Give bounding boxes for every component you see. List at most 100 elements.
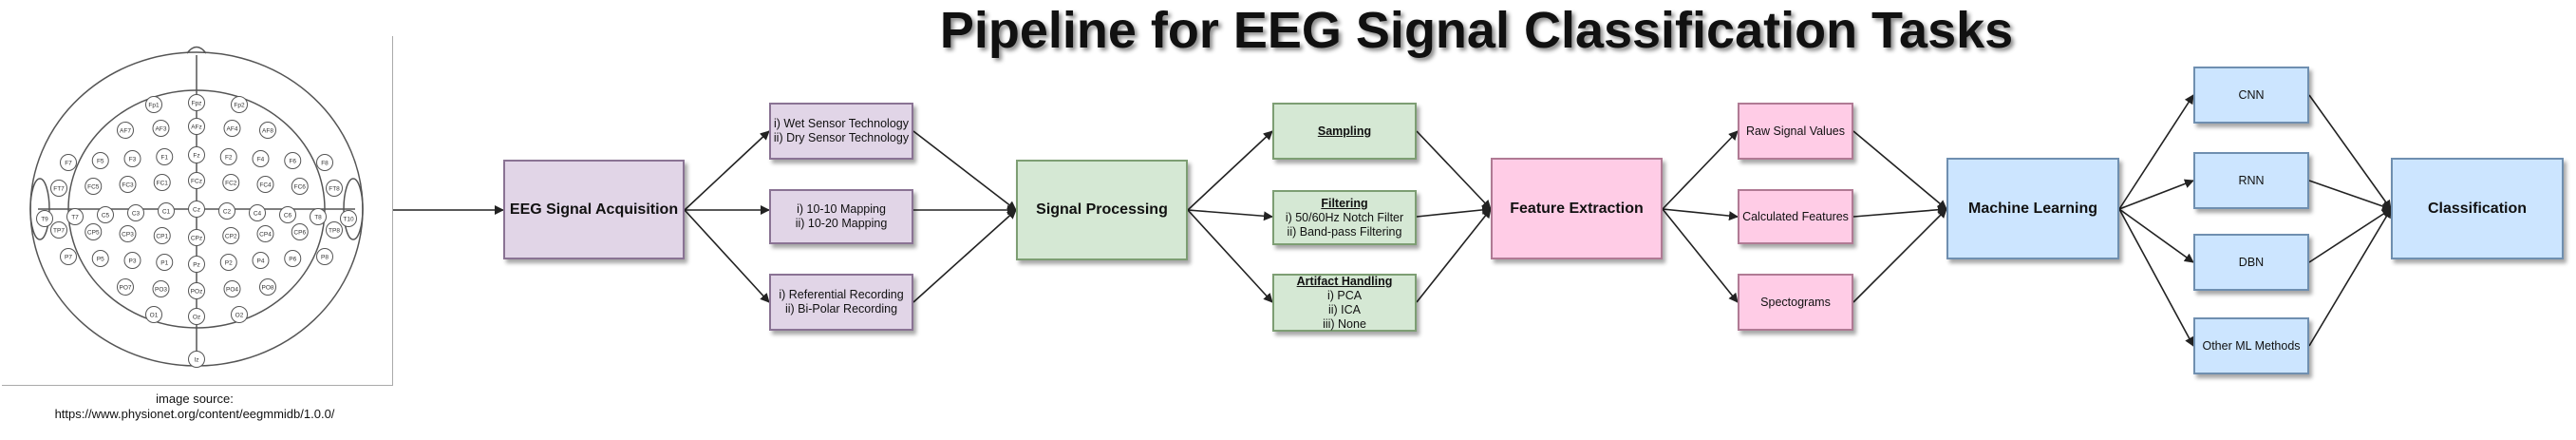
electrode-f5: [91, 152, 109, 169]
electrode-t7: [66, 208, 84, 225]
other-ml-methods-node: Other ML Methods: [2193, 317, 2309, 374]
sampling-label: Sampling: [1317, 124, 1372, 138]
machine-learning-label: Machine Learning: [1967, 200, 2098, 217]
electrode-label-fc5: FC5: [87, 184, 100, 191]
signal-processing-node: Signal Processing: [1016, 160, 1188, 260]
electrode-label-cp3: CP3: [122, 232, 134, 239]
electrode-label-f1: F1: [160, 155, 168, 162]
electrode-fcz: [188, 172, 205, 189]
arrow-processing-to-artifact: [1187, 209, 1273, 303]
electrode-label-fc2: FC2: [225, 181, 237, 187]
electrode-fz: [188, 146, 205, 163]
electrode-po8: [259, 278, 276, 296]
electrode-label-c1: C1: [162, 209, 171, 216]
electrode-tp7: [50, 221, 67, 239]
electrode-label-t10: T10: [343, 217, 354, 223]
electrode-po3: [152, 280, 170, 297]
calculated-features-label: Calculated Features: [1742, 209, 1849, 223]
electrode-label-p1: P1: [160, 260, 168, 267]
electrode-cp5: [85, 223, 103, 240]
electrode-pz: [188, 256, 205, 273]
raw-signal-label: Raw Signal Values: [1746, 124, 1845, 138]
electrode-label-p5: P5: [97, 257, 104, 263]
electrode-cp3: [119, 225, 137, 242]
electrode-label-f7: F7: [65, 161, 72, 167]
machine-learning-node: Machine Learning: [1946, 158, 2119, 259]
electrode-label-iz: Iz: [194, 357, 198, 364]
arrow-artifact-to-feature: [1416, 208, 1492, 303]
electrode-label-af8: AF8: [262, 128, 273, 135]
electrode-t8: [310, 208, 327, 225]
electrode-fpz: [188, 94, 205, 111]
electrode-label-c5: C5: [102, 213, 110, 220]
filtering-node: Filtering i) 50/60Hz Notch Filter ii) Ba…: [1272, 190, 1417, 245]
electrode-label-p3: P3: [129, 258, 137, 265]
electrode-po4: [223, 280, 241, 297]
arrow-spectrograms-to-ml: [1852, 208, 1947, 303]
electrode-label-f3: F3: [129, 157, 137, 163]
electrode-p2: [219, 254, 237, 271]
electrode-label-po7: PO7: [119, 285, 131, 292]
arrow-recording-to-processing: [912, 209, 1017, 303]
rnn-node: RNN: [2193, 152, 2309, 209]
arrow-ml-to-dbn: [2118, 208, 2194, 263]
artifact-title: Artifact Handling: [1296, 274, 1393, 288]
mapping-line-2: ii) 10-20 Mapping: [795, 217, 888, 230]
electrode-p4: [252, 252, 270, 269]
electrode-label-tp7: TP7: [53, 228, 65, 235]
electrode-fc4: [256, 176, 274, 193]
electrode-label-po8: PO8: [261, 285, 273, 292]
electrode-label-c4: C4: [254, 211, 262, 218]
electrode-label-po4: PO4: [226, 287, 238, 294]
artifact-line-1: i) PCA: [1326, 288, 1363, 302]
electrode-label-cp5: CP5: [87, 230, 100, 237]
electrode-c2: [218, 202, 235, 220]
electrode-p1: [156, 254, 174, 271]
electrode-ft7: [50, 180, 67, 197]
electrode-label-afz: AFz: [191, 124, 202, 131]
artifact-line-2: ii) ICA: [1327, 302, 1362, 316]
electrode-label-p7: P7: [65, 255, 72, 261]
feature-extraction-node: Feature Extraction: [1491, 158, 1663, 259]
recording-node: i) Referential Recording ii) Bi-Polar Re…: [769, 274, 913, 331]
electrode-label-o1: O1: [150, 313, 159, 319]
electrode-label-t7: T7: [71, 215, 79, 221]
mapping-line-1: i) 10-10 Mapping: [797, 202, 886, 216]
spectrograms-node: Spectograms: [1738, 274, 1853, 331]
arrow-processing-to-sampling: [1187, 130, 1273, 211]
electrode-f2: [219, 148, 237, 165]
electrode-label-poz: POz: [191, 289, 203, 296]
electrode-cp1: [153, 227, 171, 244]
electrode-oz: [188, 308, 205, 325]
electrode-cp6: [291, 223, 309, 240]
artifact-line-3: iii) None: [1323, 316, 1366, 331]
electrode-label-fpz: Fpz: [192, 101, 202, 107]
classification-node: Classification: [2391, 158, 2564, 259]
page-title: Pipeline for EEG Signal Classification T…: [939, 2, 2014, 59]
electrode-label-f2: F2: [225, 155, 233, 162]
electrode-p7: [60, 248, 77, 265]
dbn-node: DBN: [2193, 234, 2309, 291]
electrode-label-f8: F8: [321, 161, 329, 167]
electrode-f4: [252, 150, 270, 167]
electrode-label-cz: Cz: [193, 207, 200, 214]
electrode-ft8: [326, 180, 343, 197]
electrode-fp1: [145, 96, 162, 113]
electrode-cpz: [188, 229, 205, 246]
cnn-node: CNN: [2193, 67, 2309, 124]
classification-label: Classification: [2427, 200, 2528, 217]
electrode-label-c2: C2: [223, 209, 232, 216]
recording-line-2: ii) Bi-Polar Recording: [784, 302, 898, 316]
signal-processing-label: Signal Processing: [1036, 201, 1168, 218]
arrow-ml-to-cnn: [2118, 94, 2194, 210]
arrow-feature-to-calculated: [1662, 208, 1739, 221]
arrow-filtering-to-feature: [1416, 204, 1492, 218]
electrode-label-fz: Fz: [193, 153, 199, 160]
arrow-other-to-classification: [2308, 208, 2392, 347]
electrode-fc6: [291, 178, 309, 195]
filtering-line-2: ii) Band-pass Filtering: [1287, 224, 1402, 239]
electrode-af7: [117, 122, 134, 139]
electrode-label-p2: P2: [225, 260, 233, 267]
